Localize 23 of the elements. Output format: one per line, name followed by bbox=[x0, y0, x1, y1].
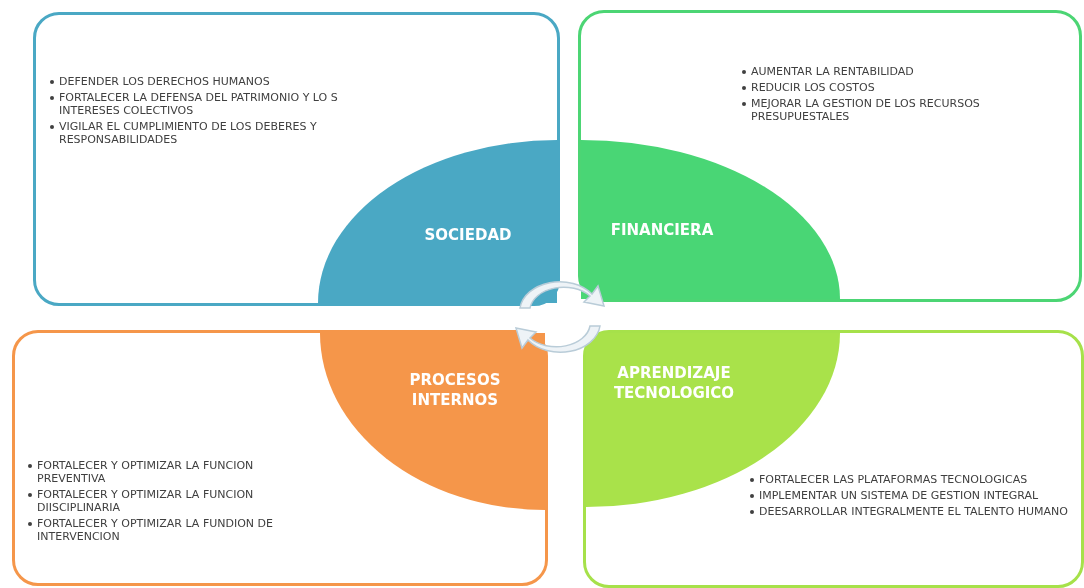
objectives-card bbox=[578, 10, 1082, 302]
bullet-item: DEESARROLLAR INTEGRALMENTE EL TALENTO HUMANO bbox=[759, 505, 1069, 518]
bullet-item: FORTALECER LA DEFENSA DEL PATRIMONIO Y LO S INTERESES COLECTIVOS bbox=[59, 91, 339, 117]
bullet-item: FORTALECER Y OPTIMIZAR LA FUNCION PREVENTIVA bbox=[37, 459, 255, 485]
bullet-item: IMPLEMENTAR UN SISTEMA DE GESTION INTEGRAL bbox=[759, 489, 1040, 502]
bullet-item: FORTALECER Y OPTIMIZAR LA FUNCION DIISCIPLINARIA bbox=[37, 488, 255, 514]
quadrant-shape bbox=[318, 140, 557, 303]
bullet-item: VIGILAR EL CUMPLIMIENTO DE LOS DEBERES Y RESPONSABILIDADES bbox=[59, 120, 318, 146]
objectives-card bbox=[583, 330, 1084, 588]
quadrant-title: SOCIEDAD bbox=[423, 225, 513, 245]
bullet-item: MEJORAR LA GESTION DE LOS RECURSOS PRESUPUESTALES bbox=[751, 97, 981, 123]
bullet-item: FORTALECER Y OPTIMIZAR LA FUNDION DE INTERVENCION bbox=[37, 517, 274, 543]
objectives-card bbox=[33, 12, 560, 306]
quadrant-title: PROCESOS INTERNOS bbox=[408, 370, 502, 410]
bullet-item: AUMENTAR LA RENTABILIDAD bbox=[751, 65, 915, 78]
bullet-item: DEFENDER LOS DERECHOS HUMANOS bbox=[59, 75, 271, 88]
bullet-item: REDUCIR LOS COSTOS bbox=[751, 81, 876, 94]
quadrant-shape bbox=[320, 333, 545, 510]
quadrant-shape bbox=[581, 140, 840, 299]
quadrant-title: FINANCIERA bbox=[609, 220, 715, 240]
quadrant-title: APRENDIZAJE TECNOLOGICO bbox=[612, 363, 736, 403]
bullet-item: FORTALECER LAS PLATAFORMAS TECNOLOGICAS bbox=[759, 473, 1029, 486]
objectives-card bbox=[12, 330, 548, 586]
